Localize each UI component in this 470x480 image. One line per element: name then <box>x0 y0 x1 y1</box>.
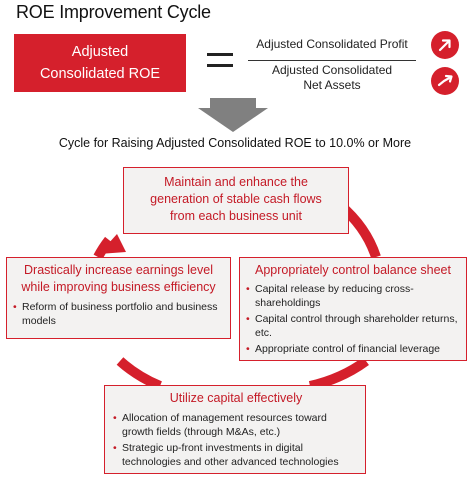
equals-sign <box>207 53 233 71</box>
down-arrow <box>198 98 268 132</box>
formula-numerator: Adjusted Consolidated Profit <box>256 37 408 51</box>
box-balance-sheet-title: Appropriately control balance sheet <box>255 263 451 277</box>
denominator-line-1: Adjusted Consolidated <box>271 63 393 77</box>
box-utilize-capital: Utilize capital effectively Allocation o… <box>104 385 366 474</box>
list-item: Strategic up-front investments in digita… <box>113 441 359 469</box>
cycle-subtitle: Cycle for Raising Adjusted Consolidated … <box>58 136 412 150</box>
box-balance-sheet-list: Capital release by reducing cross-shareh… <box>246 282 460 356</box>
cycle-arrowhead <box>99 234 126 254</box>
cycle-arc-bottom-left <box>116 357 163 391</box>
list-item: Appropriate control of financial leverag… <box>246 342 460 356</box>
box-cash-flows-title-1: Maintain and enhance the <box>164 175 308 189</box>
box-cash-flows: Maintain and enhance the generation of s… <box>123 167 349 234</box>
box-balance-sheet: Appropriately control balance sheet Capi… <box>239 257 467 361</box>
box-earnings-list: Reform of business portfolio and busines… <box>13 300 224 328</box>
fraction-bar <box>248 60 416 61</box>
box-cash-flows-title-2: generation of stable cash flows <box>150 192 322 206</box>
box-cash-flows-title-3: from each business unit <box>169 209 302 223</box>
adjusted-roe-line-1: Adjusted <box>71 44 129 60</box>
list-item: Allocation of management resources towar… <box>113 411 359 439</box>
formula-denominator: Adjusted Consolidated Net Assets <box>248 63 416 93</box>
cycle-arc-top-left <box>93 236 113 260</box>
list-item: Reform of business portfolio and busines… <box>13 300 224 328</box>
arrow-up-right-icon <box>431 31 459 59</box>
list-item: Capital control through shareholder retu… <box>246 312 460 340</box>
page-title: ROE Improvement Cycle <box>16 2 211 22</box>
adjusted-roe-box: Adjusted Consolidated ROE <box>14 34 186 92</box>
list-item: Capital release by reducing cross-shareh… <box>246 282 460 310</box>
cycle-arc-bottom-right <box>308 356 369 391</box>
box-earnings: Drastically increase earnings level whil… <box>6 257 231 339</box>
adjusted-roe-line-2: Consolidated ROE <box>39 66 161 82</box>
box-utilize-capital-title: Utilize capital effectively <box>169 391 303 405</box>
box-utilize-capital-list: Allocation of management resources towar… <box>113 411 359 469</box>
box-earnings-title-1: Drastically increase earnings level <box>24 263 213 277</box>
arrow-up-right-icon <box>431 67 459 95</box>
denominator-line-2: Net Assets <box>303 78 361 92</box>
box-earnings-title-2: while improving business efficiency <box>21 280 216 294</box>
